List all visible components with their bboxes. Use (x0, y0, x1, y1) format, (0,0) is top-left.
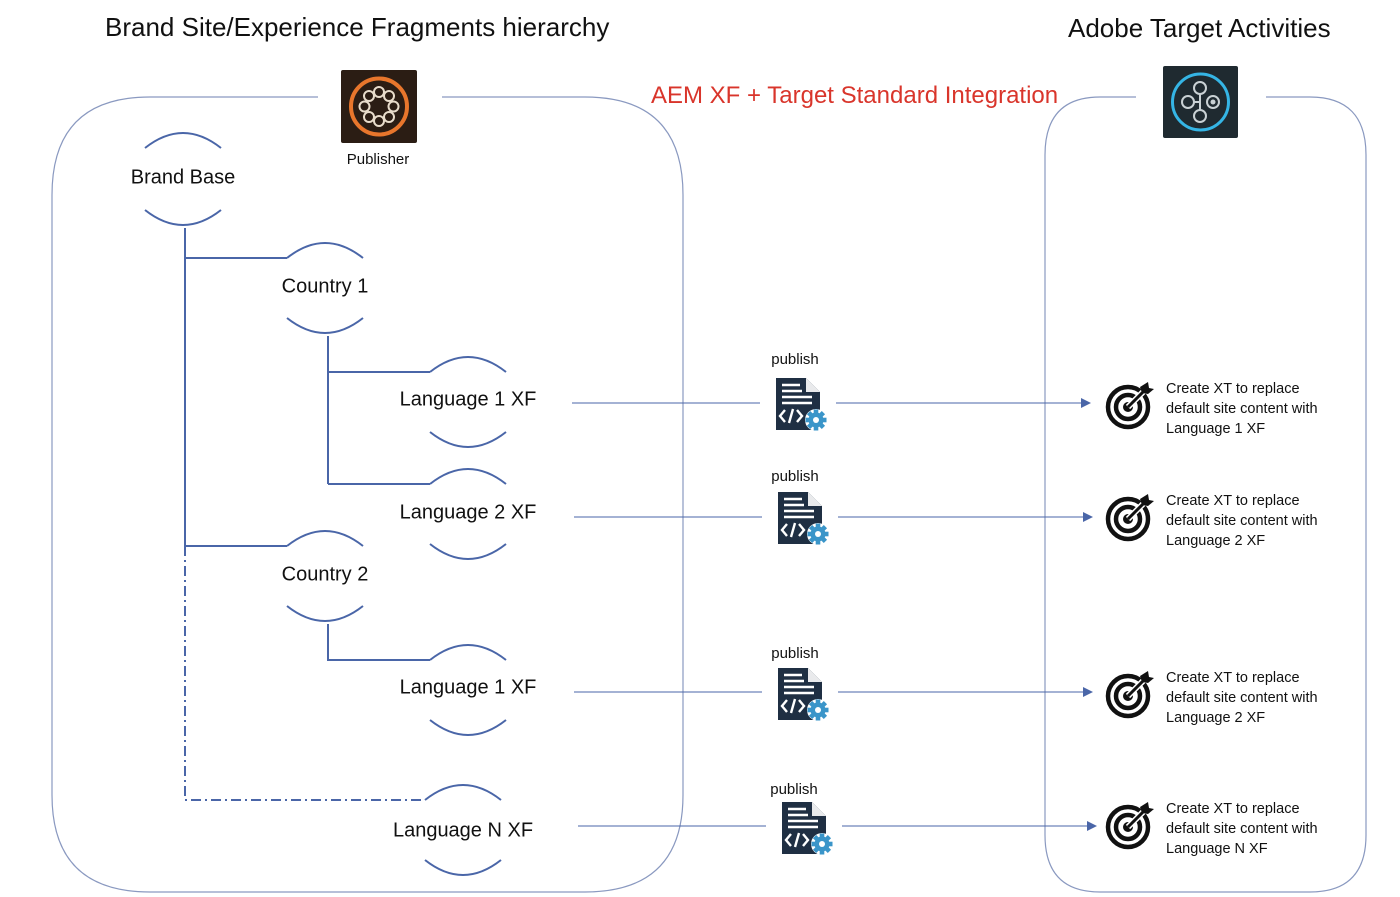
aem-experience-manager-icon (341, 70, 417, 143)
publish-label: publish (771, 468, 819, 485)
tree-connectors (184, 228, 430, 661)
adobe-target-icon (1163, 66, 1238, 138)
node-arc-langn-top (424, 784, 502, 801)
node-arc-langn-bottom (424, 859, 502, 876)
activity-line: default site content with (1166, 821, 1318, 837)
left-frame (51, 96, 684, 893)
code-document-gear-icon (776, 666, 832, 727)
right-section-title: Adobe Target Activities (1068, 13, 1331, 43)
node-country2-language-1: Language 1 XF (399, 676, 537, 699)
node-arc-c2-lang1-bottom (429, 719, 507, 736)
activity-line: Language 2 XF (1166, 533, 1266, 549)
publish-label: publish (771, 645, 819, 662)
node-language-n: Language N XF (392, 819, 534, 842)
node-arc-c1-lang1-top (429, 356, 507, 373)
activity-description: Create XT to replace default site conten… (1166, 668, 1318, 728)
left-section-title: Brand Site/Experience Fragments hierarch… (105, 12, 610, 42)
target-arrow-icon (1104, 669, 1156, 724)
node-arc-brand-base-top (144, 132, 222, 149)
node-country1-language-2: Language 2 XF (399, 501, 537, 524)
node-arc-country2-top (286, 530, 364, 547)
node-country-1: Country 1 (281, 275, 369, 298)
node-arc-c1-lang2-top (429, 468, 507, 485)
activity-description: Create XT to replace default site conten… (1166, 491, 1318, 551)
target-arrow-icon (1104, 800, 1156, 855)
node-arc-country2-bottom (286, 605, 364, 622)
target-arrow-icon (1104, 492, 1156, 547)
node-arc-country1-top (286, 242, 364, 259)
node-arc-brand-base-bottom (144, 209, 222, 226)
node-brand-base: Brand Base (130, 166, 236, 189)
publish-label: publish (770, 781, 818, 798)
node-arc-country1-bottom (286, 317, 364, 334)
activity-line: default site content with (1166, 513, 1318, 529)
publisher-label: Publisher (346, 151, 410, 168)
activity-line: Create XT to replace (1166, 801, 1300, 817)
activity-description: Create XT to replace default site conten… (1166, 799, 1318, 859)
connector-dashdot-lang-n (184, 546, 425, 801)
integration-title: AEM XF + Target Standard Integration (651, 82, 1059, 109)
node-country-2: Country 2 (281, 563, 369, 586)
activity-line: Language 1 XF (1166, 421, 1266, 437)
activity-description: Create XT to replace default site conten… (1166, 379, 1318, 439)
right-frame (1044, 96, 1367, 893)
code-document-gear-icon (776, 490, 832, 551)
activity-line: default site content with (1166, 401, 1318, 417)
code-document-gear-icon (780, 800, 836, 861)
activity-line: Create XT to replace (1166, 381, 1300, 397)
activity-line: Create XT to replace (1166, 670, 1300, 686)
activity-line: default site content with (1166, 690, 1318, 706)
flow-lines (572, 398, 1097, 831)
activity-line: Create XT to replace (1166, 493, 1300, 509)
node-country1-language-1: Language 1 XF (399, 388, 537, 411)
node-arc-c1-lang2-bottom (429, 543, 507, 560)
activity-line: Language N XF (1166, 841, 1268, 857)
code-document-gear-icon (774, 376, 830, 437)
node-arcs (144, 132, 507, 876)
connector-country2-lang1 (327, 624, 430, 661)
target-arrow-icon (1104, 380, 1156, 435)
node-arc-c2-lang1-top (429, 644, 507, 661)
publish-label: publish (771, 351, 819, 368)
activity-line: Language 2 XF (1166, 710, 1266, 726)
node-arc-c1-lang1-bottom (429, 431, 507, 448)
